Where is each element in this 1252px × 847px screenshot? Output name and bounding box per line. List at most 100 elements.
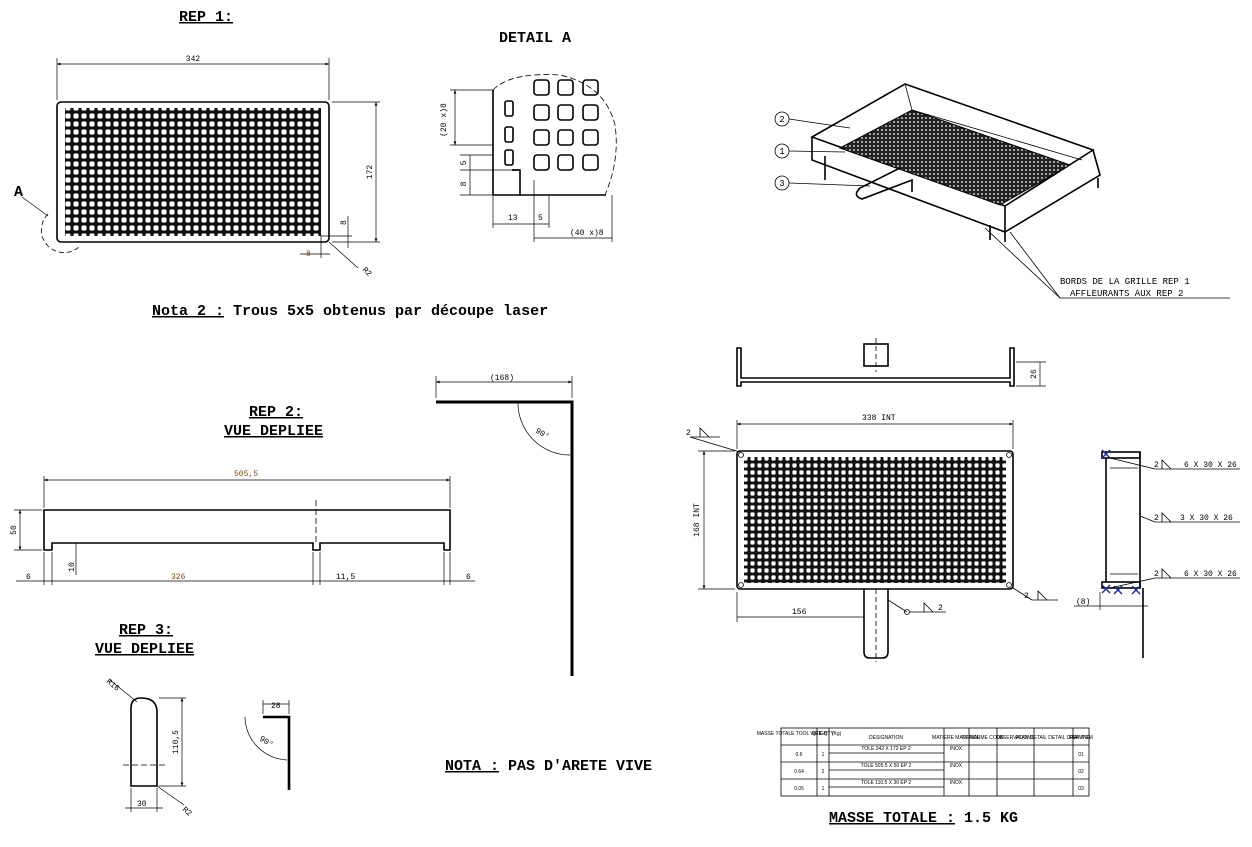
svg-text:2: 2 (1154, 514, 1159, 523)
svg-text:TOLE 110.5 X 30 EP 2: TOLE 110.5 X 30 EP 2 (861, 780, 912, 786)
nota2-text: Trous 5x5 obtenus par découpe laser (224, 303, 548, 320)
svg-text:02: 02 (1078, 769, 1084, 775)
svg-text:1: 1 (822, 786, 825, 792)
iso-callout-1: 1 (774, 143, 846, 159)
rep1-dim-edge-right: 8 (340, 220, 349, 225)
weld-spec-2-text: 3 X 30 X 26 (1180, 514, 1233, 523)
svg-text:MASSE TOTALE : 1.5 KG: MASSE TOTALE : 1.5 KG (829, 810, 1018, 827)
svg-text:0.64: 0.64 (794, 769, 804, 775)
angle-profile-view: (168) 90° (435, 374, 574, 676)
svg-text:2: 2 (938, 604, 943, 613)
svg-text:Nota 2 : Trous 5x5 obtenus par: Nota 2 : Trous 5x5 obtenus par découpe l… (152, 303, 548, 320)
angle-view-angle: 90° (534, 427, 551, 442)
iso-callout-3: 3 (774, 175, 871, 191)
weld-symbol-handle: 2 (887, 599, 946, 615)
svg-text:0.05: 0.05 (794, 786, 804, 792)
bom-header-item: REP ITEM (1069, 735, 1093, 741)
detail-a-dim-pitch-v: (20 x)8 (440, 103, 449, 137)
detail-a-dim-pitch-h: (40 x)8 (570, 229, 604, 238)
svg-text:INOX: INOX (950, 780, 963, 786)
rep3-dim-width: 30 (137, 800, 147, 809)
rep1-dim-radius: R2 (360, 266, 373, 279)
rep2-dim-length: 505,5 (234, 470, 258, 479)
iso-note-line1: BORDS DE LA GRILLE REP 1 (1060, 277, 1190, 287)
weld-spec-3: 2 6 X 30 X 26 (1109, 568, 1240, 589)
detail-a-dim-hole: 5 (460, 160, 469, 165)
bom-table: MASSE TOTALE TOOL WEIGHT (Kg) QTE QTY DE… (757, 727, 1093, 797)
weld-spec-1: 2 6 X 30 X 26 (1109, 457, 1240, 470)
assembly-side-view: 2 6 X 30 X 26 2 3 X 30 X 26 2 6 X 30 X 2… (1074, 449, 1240, 658)
bom-header-designation: DESIGNATION (869, 735, 903, 741)
rep3-dim-radius-bottom: R2 (180, 805, 193, 818)
bom-header-detail: PLAN DETAIL DETAIL DRAWING (1015, 735, 1090, 741)
rep1-plate-outline (56, 101, 330, 243)
svg-text:INOX: INOX (950, 763, 963, 769)
rep3-angle: 90° (258, 735, 275, 750)
assembly-dim-width-int: 338 INT (862, 414, 896, 423)
rep2-dim-notch: 10 (68, 562, 77, 572)
rep1-dim-height: 172 (366, 165, 375, 180)
rep3-dim-height: 110,5 (172, 730, 181, 754)
assembly-dim-height: 26 (1030, 369, 1039, 379)
svg-text:1: 1 (779, 147, 784, 157)
rep2-dim-mid: 326 (171, 573, 186, 582)
weld-spec-2: 2 3 X 30 X 26 (1139, 512, 1240, 523)
svg-text:2: 2 (779, 115, 784, 125)
total-mass-label: MASSE TOTALE : (829, 810, 955, 827)
svg-text:2: 2 (1154, 461, 1159, 470)
rep2-title-line2: VUE DEPLIEE (224, 423, 323, 440)
detail-a-view: DETAIL A (20 x)8 5 (440, 30, 617, 242)
bom-row: 0.6 1 TOLE 342 X 172 EP 2 INOX 01 (796, 746, 1084, 758)
rep3-title-line1: REP 3: (119, 622, 173, 639)
assembly-top-view: 338 INT 168 INT 156 2 2 2 (686, 414, 1058, 662)
rep3-view: REP 3: VUE DEPLIEE R16 110,5 30 R2 28 90… (95, 622, 291, 819)
svg-text:TOLE 342 X 172 EP 2: TOLE 342 X 172 EP 2 (861, 746, 911, 752)
total-mass: MASSE TOTALE : 1.5 KG (829, 810, 1018, 827)
rep1-dim-edge-bottom: 8 (306, 250, 311, 259)
nota2-label: Nota 2 : (152, 303, 224, 320)
assembly-dim-handle-pos: 156 (792, 608, 807, 617)
rep2-dim-height: 50 (10, 525, 19, 535)
svg-text:03: 03 (1078, 786, 1084, 792)
svg-text:01: 01 (1078, 752, 1084, 758)
weld-spec-3-text: 6 X 30 X 26 (1184, 570, 1237, 579)
nota-label: NOTA : (445, 758, 499, 775)
angle-dim-168: (168) (490, 374, 514, 383)
svg-text:0.6: 0.6 (796, 752, 803, 758)
bom-header-code: N° NORME CODE (962, 735, 1004, 741)
bom-row: 0.05 1 TOLE 110.5 X 30 EP 2 INOX 03 (794, 780, 1084, 792)
rep2-dim-right: 11,5 (336, 573, 355, 582)
bom-row: 0.64 2 TOLE 505.5 X 50 EP 2 INOX 02 (794, 763, 1084, 775)
bom-header-material: MATIERE MATERIAL (932, 735, 980, 741)
svg-text:1: 1 (822, 752, 825, 758)
isometric-view: 2 1 3 BORDS DE LA GRILLE REP 1 AFFLEURAN… (774, 83, 1230, 299)
rep3-dim-radius-top: R16 (104, 677, 121, 693)
rep3-title-line2: VUE DEPLIEE (95, 641, 194, 658)
total-mass-value: 1.5 KG (955, 810, 1018, 827)
svg-text:2: 2 (1024, 592, 1029, 601)
assembly-front-view: 26 (736, 338, 1046, 387)
rep2-title-line1: REP 2: (249, 404, 303, 421)
rep1-dim-width: 342 (186, 55, 201, 64)
rep2-dim-end-right: 6 (466, 573, 471, 582)
rep1-detail-marker: A (14, 184, 23, 201)
rep1-title: REP 1: (179, 9, 233, 26)
detail-a-title: DETAIL A (499, 30, 571, 47)
rep3-dim-28: 28 (271, 702, 281, 711)
detail-a-dim-margin-v: 8 (460, 181, 469, 186)
rep1-view: REP 1: 342 172 8 8 R2 A (14, 9, 380, 279)
weld-symbol-top-left: 2 (686, 427, 741, 453)
bom-header-observations: OBSERVATIONS (996, 735, 1035, 741)
rep2-view: REP 2: VUE DEPLIEE 505,5 50 10 6 326 11,… (10, 404, 475, 585)
detail-a-dim-margin-h: 13 (508, 214, 518, 223)
bom-header-mass: MASSE TOTALE TOOL WEIGHT (Kg) (757, 731, 842, 737)
svg-text:2: 2 (1154, 570, 1159, 579)
nota-text: PAS D'ARETE VIVE (499, 758, 652, 775)
weld-symbol-bottom-right: 2 (1012, 587, 1058, 601)
assembly-dim-side: (8) (1076, 598, 1090, 607)
nota2: Nota 2 : Trous 5x5 obtenus par découpe l… (152, 303, 548, 320)
svg-text:2: 2 (822, 769, 825, 775)
nota: NOTA : PAS D'ARETE VIVE (445, 758, 652, 775)
iso-note-line2: AFFLEURANTS AUX REP 2 (1070, 289, 1183, 299)
